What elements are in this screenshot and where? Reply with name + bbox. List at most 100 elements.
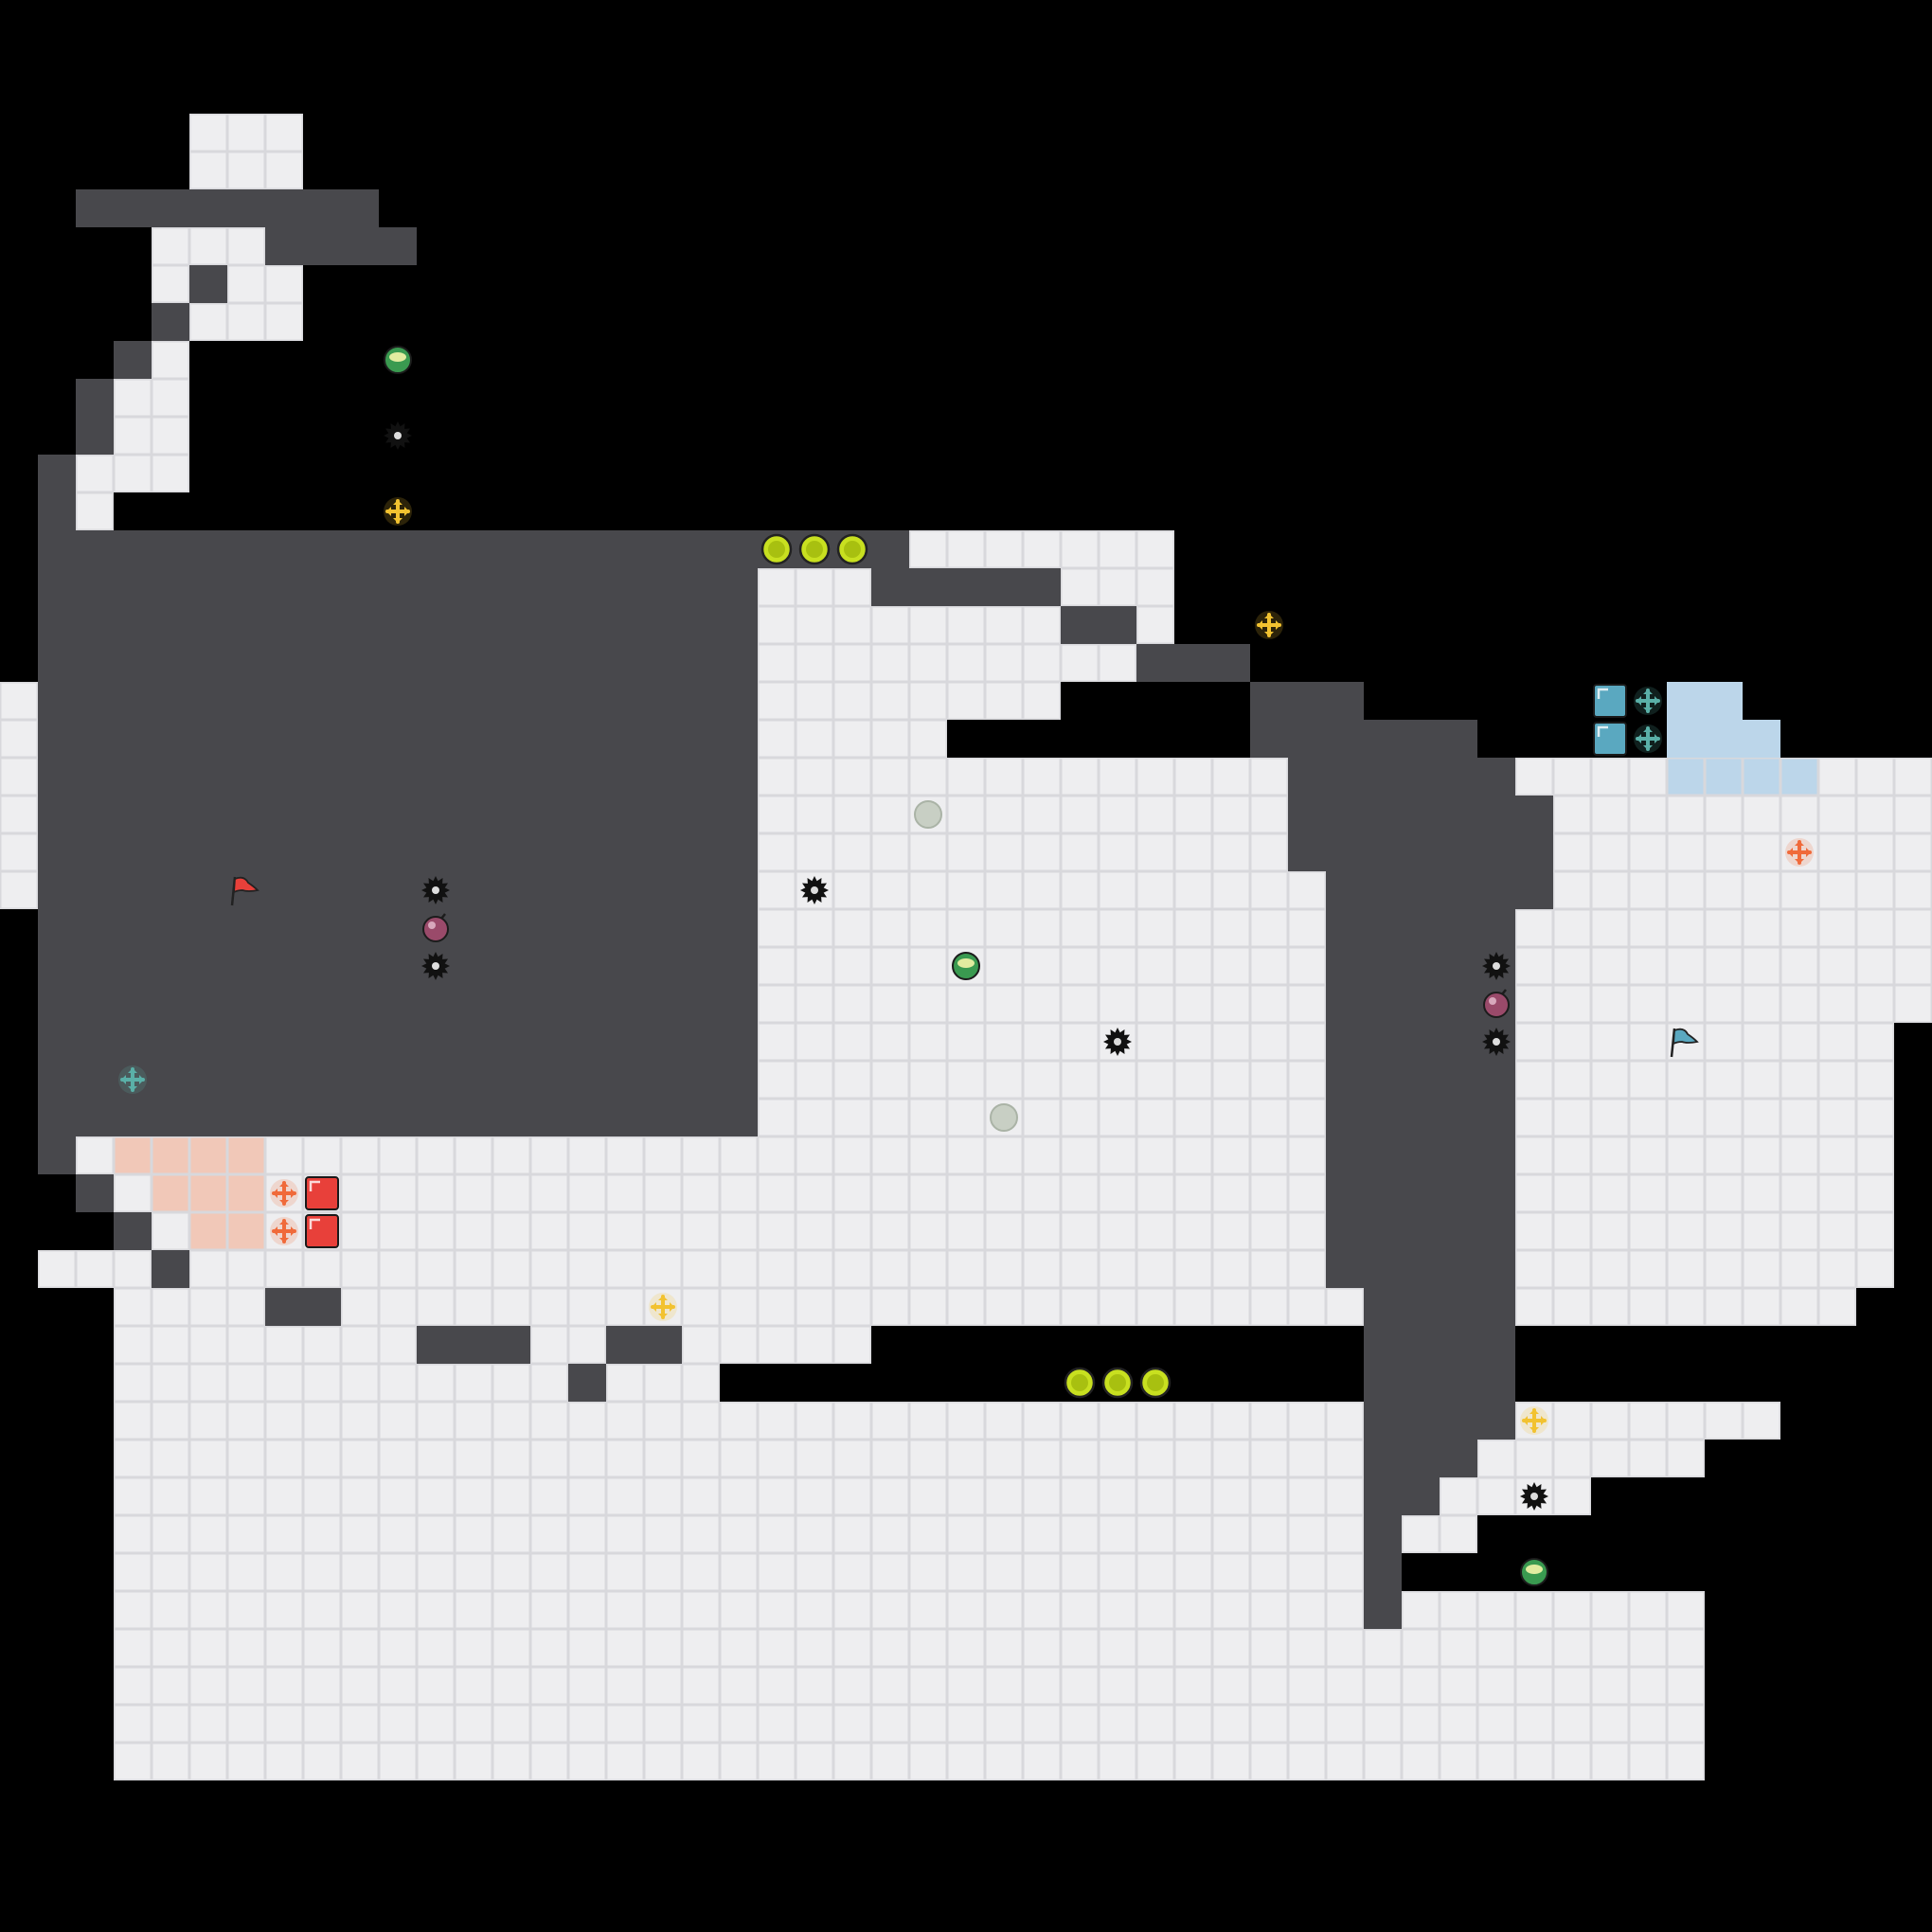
grid-cell (1061, 1477, 1099, 1515)
boost-core (1109, 1374, 1126, 1391)
grid-cell (1023, 1174, 1061, 1212)
grid-cell (606, 1743, 644, 1780)
grid-cell (909, 1288, 947, 1326)
grid-cell (341, 1326, 379, 1364)
grid-cell (682, 1705, 720, 1743)
floor-region (38, 1250, 227, 1288)
grid-cell (871, 1667, 909, 1705)
grid-cell (1743, 833, 1780, 871)
grid-cell (265, 1250, 303, 1288)
grid-cell (758, 1743, 796, 1780)
grid-cell (758, 947, 796, 985)
grid-cell (1743, 1250, 1780, 1288)
grid-cell (1667, 1250, 1705, 1288)
grid-cell (530, 1364, 568, 1402)
grid-cell (152, 341, 189, 379)
grid-cell (1212, 1288, 1250, 1326)
grid-cell (189, 227, 227, 265)
grid-cell (1440, 1667, 1477, 1705)
grid-cell (530, 1477, 568, 1515)
grid-cell (833, 606, 871, 644)
grid-cell (76, 492, 114, 530)
grid-cell (1629, 1136, 1667, 1174)
grid-cell (1288, 1743, 1326, 1780)
grid-cell (1136, 530, 1174, 568)
grid-cell (1061, 871, 1099, 909)
wall-segment (38, 758, 758, 796)
grid-cell (189, 1364, 227, 1402)
grid-cell (1099, 1743, 1136, 1780)
grid-cell (758, 1099, 796, 1136)
grid-cell (1894, 871, 1932, 909)
grid-cell (1591, 1250, 1629, 1288)
bomb-icon (422, 913, 449, 942)
red-zone-tile (189, 1136, 227, 1174)
grid-cell (1591, 1743, 1629, 1780)
grid-cell (1591, 1629, 1629, 1667)
grid-cell (1023, 1629, 1061, 1667)
grid-cell (341, 1440, 379, 1477)
grid-cell (796, 1174, 833, 1212)
grid-cell (985, 1136, 1023, 1174)
grid-cell (871, 606, 909, 644)
grid-cell (1856, 1099, 1894, 1136)
blue-zone-tile (1667, 682, 1705, 720)
grid-cell (1023, 1402, 1061, 1440)
grid-cell (152, 417, 189, 455)
grid-cell (985, 1174, 1023, 1212)
grid-cell (644, 1705, 682, 1743)
grid-cell (303, 1743, 341, 1780)
wall-segment (1364, 1326, 1515, 1364)
grid-cell (227, 1553, 265, 1591)
grid-cell (796, 1743, 833, 1780)
grid-cell (303, 1705, 341, 1743)
boost-core (768, 541, 785, 558)
grid-cell (909, 1174, 947, 1212)
grid-cell (492, 1136, 530, 1174)
grid-cell (1288, 1402, 1326, 1440)
grid-cell (1629, 1440, 1667, 1477)
grid-cell (833, 947, 871, 985)
grid-cell (417, 1440, 455, 1477)
grid-cell (947, 1705, 985, 1743)
tile-shine (1597, 725, 1608, 737)
grid-cell (152, 1136, 189, 1174)
grid-cell (1705, 1174, 1743, 1212)
grid-cell (1250, 796, 1288, 833)
spike-icon (1520, 1482, 1548, 1511)
grid-cell (1705, 985, 1743, 1023)
grid-cell (492, 1477, 530, 1515)
grid-cell (1061, 1705, 1099, 1743)
grid-cell (152, 1174, 189, 1212)
grid-cell (417, 1629, 455, 1667)
grid-cell (1136, 758, 1174, 796)
grid-cell (455, 1212, 492, 1250)
grid-cell (341, 1629, 379, 1667)
wall-segment (1288, 758, 1515, 796)
tile-shine (309, 1218, 320, 1229)
wall-segment (1326, 1099, 1515, 1136)
grid-cell (114, 1667, 152, 1705)
grid-cell (417, 1743, 455, 1780)
grid-cell (227, 265, 265, 303)
teal-pad-icon (1634, 724, 1662, 753)
grid-cell (1780, 758, 1818, 796)
grid-cell (1174, 947, 1212, 985)
blue-team-tile (1593, 722, 1627, 756)
grid-cell (114, 455, 152, 492)
grid-cell (492, 1629, 530, 1667)
wall-segment (1364, 1515, 1402, 1553)
grid-cell (909, 985, 947, 1023)
grid-cell (303, 1440, 341, 1477)
grid-cell (1061, 947, 1099, 985)
grid-cell (152, 1440, 189, 1477)
wall-segment (871, 568, 1061, 606)
grid-cell (1099, 530, 1136, 568)
grid-cell (1099, 985, 1136, 1023)
grid-cell (492, 1705, 530, 1743)
grid-cell (1023, 1515, 1061, 1553)
red-tile-body (305, 1214, 339, 1248)
grid-cell (833, 1099, 871, 1136)
grid-cell (76, 1250, 114, 1288)
grid-cell (379, 1591, 417, 1629)
